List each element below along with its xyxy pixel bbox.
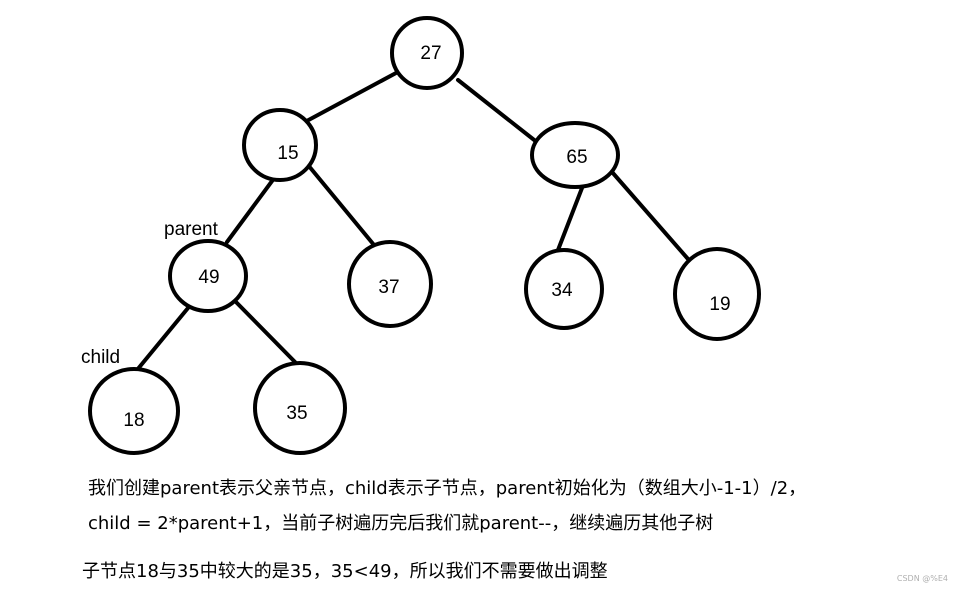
tree-node-27: 27	[390, 16, 464, 90]
tree-node-49: 49	[168, 239, 248, 313]
tree-node-15: 15	[242, 108, 318, 182]
node-label: 37	[378, 277, 399, 298]
node-label: 65	[566, 147, 587, 168]
edge-49-35	[233, 299, 297, 364]
edge-49-18	[135, 306, 190, 372]
child-pointer-label: child	[81, 347, 120, 368]
node-label: 49	[198, 267, 219, 288]
node-label: 27	[420, 43, 441, 64]
node-label: 34	[551, 280, 573, 301]
edge-15-49	[225, 175, 277, 244]
caption-line-2: child = 2*parent+1，当前子树遍历完后我们就parent--，继…	[88, 513, 714, 534]
tree-node-34: 34	[524, 248, 604, 330]
edge-27-15	[301, 71, 398, 125]
caption-line-1: 我们创建parent表示父亲节点，child表示子节点，parent初始化为（数…	[88, 478, 807, 499]
node-label: 19	[709, 294, 730, 315]
node-label: 15	[277, 143, 298, 164]
tree-node-35: 35	[253, 361, 347, 455]
edge-15-37	[306, 163, 376, 247]
node-label: 18	[123, 410, 144, 431]
edge-65-34	[556, 186, 584, 252]
tree-node-37: 37	[347, 240, 433, 328]
caption-line-3: 子节点18与35中较大的是35，35<49，所以我们不需要做出调整	[82, 561, 608, 582]
edge-65-19	[610, 170, 690, 261]
edge-27-65	[456, 78, 540, 145]
parent-pointer-label: parent	[164, 219, 219, 240]
tree-node-19: 19	[673, 247, 761, 341]
tree-node-18: 18	[88, 367, 180, 455]
tree-edges	[135, 71, 690, 372]
node-label: 35	[286, 403, 307, 424]
csdn-watermark: CSDN @%E4	[896, 574, 948, 583]
tree-node-65: 65	[530, 121, 620, 189]
